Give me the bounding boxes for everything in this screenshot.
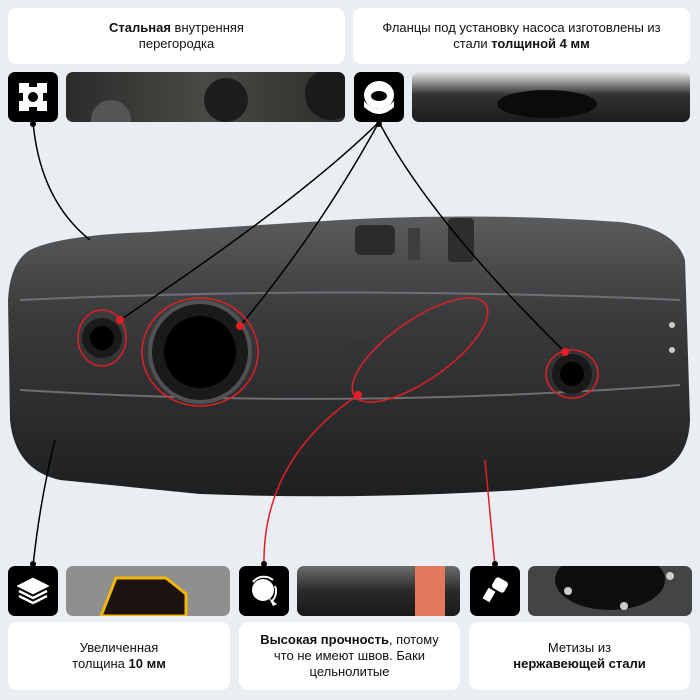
feature-bold: 10 мм (128, 656, 166, 671)
partition-photo (66, 72, 345, 122)
thickness-photo (66, 566, 230, 616)
layers-icon (8, 566, 58, 616)
seamless-photo (297, 566, 460, 616)
flange-icon (354, 72, 404, 122)
feature-text: Фланцы под установку насоса изготовлены … (382, 20, 661, 51)
feature-card-thickness: Увеличенная толщина 10 мм (8, 622, 230, 690)
feature-bold: толщиной 4 мм (491, 36, 590, 51)
feature-bold: Высокая прочность (260, 632, 389, 647)
feature-text: Увеличенная толщина (72, 640, 159, 671)
feature-card-steel-partition: Стальная внутренняя перегородка (8, 8, 345, 64)
feature-text: Метизы из (547, 640, 612, 655)
feature-card-stainless-hardware: Метизы из нержавеющей стали (469, 622, 690, 690)
feature-bold: Стальная (109, 20, 171, 35)
feature-text: внутренняя перегородка (138, 20, 244, 51)
feature-card-pump-flanges: Фланцы под установку насоса изготовлены … (353, 8, 690, 64)
feature-card-strength: Высокая прочность, потому что не имеют ш… (239, 622, 460, 690)
hardware-photo (528, 566, 692, 616)
bolt-icon (470, 566, 520, 616)
flange-photo (412, 72, 690, 122)
partition-icon (8, 72, 58, 122)
seamless-icon (239, 566, 289, 616)
feature-text: , потому что не имеют швов. Баки цельнол… (273, 632, 439, 679)
feature-bold: нержавеющей стали (513, 656, 646, 671)
